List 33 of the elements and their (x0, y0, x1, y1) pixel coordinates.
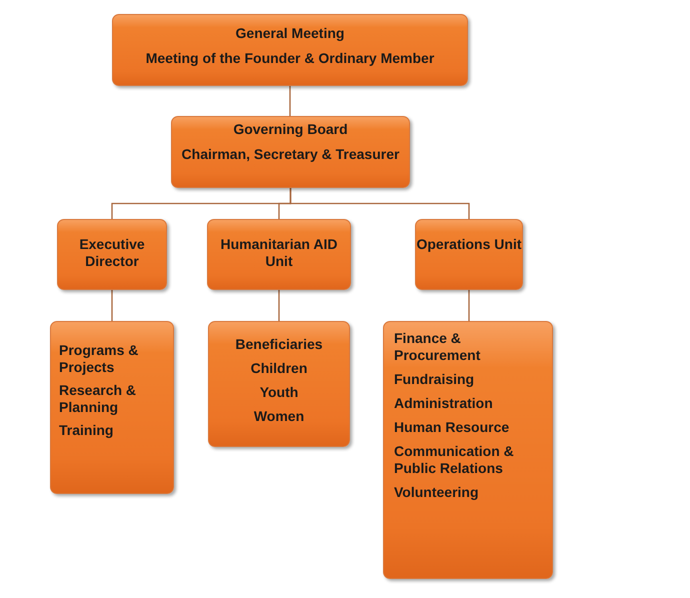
box-text: Governing Board (233, 121, 348, 138)
box-text: Training (59, 422, 114, 439)
list-box (383, 321, 553, 579)
list-box (50, 321, 174, 494)
org-box (207, 219, 351, 290)
box-text: Children (250, 360, 308, 377)
box-text: Humanitarian AID Unit (220, 236, 338, 270)
box-text: Beneficiaries (235, 336, 323, 353)
box-text: Women (254, 408, 304, 425)
box-text: Meeting of the Founder & Ordinary Member (146, 50, 434, 67)
box-text: Research & Planning (59, 382, 138, 416)
box-text: Communication & Public Relations (394, 443, 515, 477)
list-box (208, 321, 350, 447)
connector-line (290, 188, 470, 219)
box-text: Chairman, Secretary & Treasurer (182, 146, 400, 163)
box-text: Finance & Procurement (394, 330, 482, 364)
box-text: General Meeting (236, 25, 344, 42)
org-box (57, 219, 167, 290)
org-box (171, 116, 410, 188)
box-text: Administration (394, 395, 493, 412)
org-box (112, 14, 468, 86)
box-text: Youth (260, 384, 298, 401)
box-text: Operations Unit (416, 236, 522, 253)
box-text: Executive Director (78, 236, 146, 270)
box-text: Fundraising (394, 371, 474, 388)
box-text: Volunteering (394, 484, 479, 501)
box-text: Programs & Projects (59, 342, 140, 376)
connector-line (278, 290, 280, 321)
connector-line (289, 86, 291, 116)
connector-line (468, 290, 470, 321)
box-text: Human Resource (394, 419, 510, 436)
org-box (415, 219, 523, 290)
connector-line (111, 290, 113, 321)
